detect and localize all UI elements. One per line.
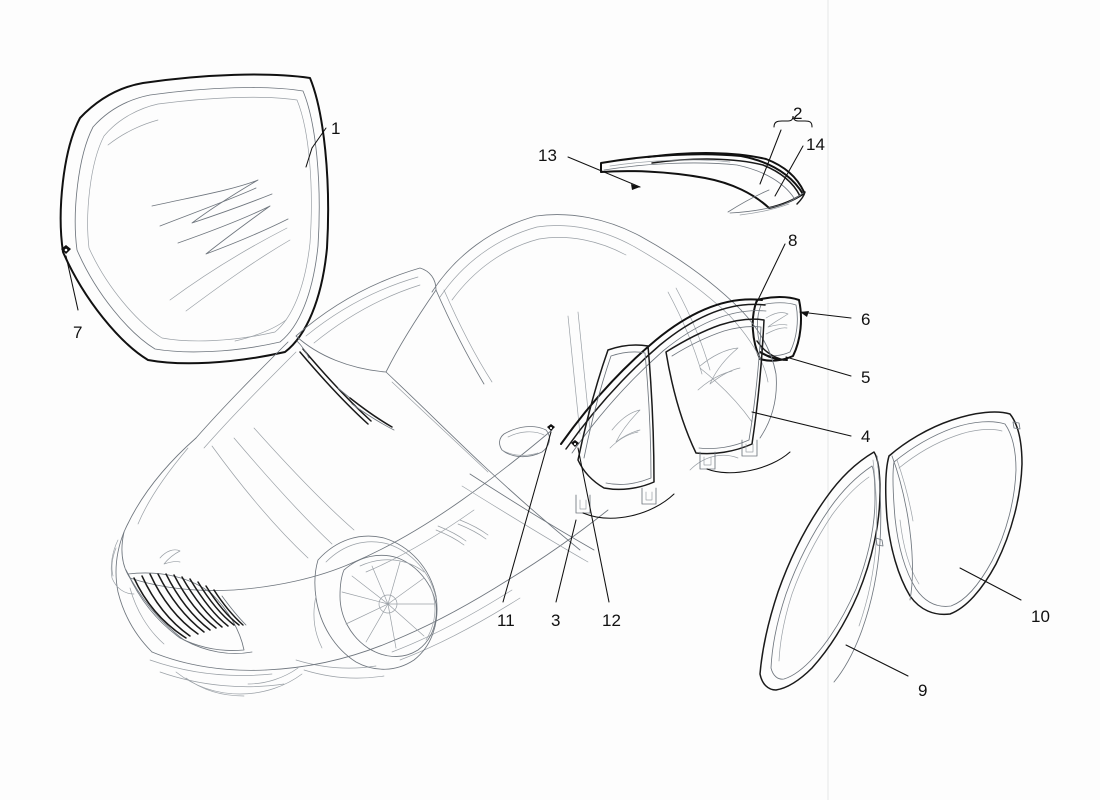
- leader-line-12: [577, 447, 610, 603]
- leader-arrow-13: [631, 184, 640, 190]
- leader-line-9: [845, 644, 909, 677]
- callout-label-5[interactable]: 5: [861, 368, 871, 387]
- part-rear-door-weatherstrip: [884, 411, 1023, 616]
- leader-arrow-6: [800, 311, 809, 317]
- leader-line-11: [502, 431, 552, 603]
- callout-label-4[interactable]: 4: [861, 427, 871, 446]
- leader-line-8: [756, 243, 786, 303]
- part-rear-window-assembly: [600, 152, 806, 216]
- leader-line-13: [567, 156, 641, 188]
- callout-label-11[interactable]: 11: [497, 611, 515, 630]
- vehicle-body-outline: [110, 214, 777, 697]
- rear-door-glass: [665, 318, 765, 470]
- callout-label-12[interactable]: 12: [602, 611, 621, 630]
- callout-label-2[interactable]: 2: [793, 104, 803, 123]
- leader-line-14: [774, 145, 804, 197]
- leader-line-10: [959, 567, 1022, 601]
- part-front-door-weatherstrip: [759, 451, 884, 691]
- callout-label-6[interactable]: 6: [861, 310, 871, 329]
- leader-line-4: [751, 411, 852, 437]
- leader-line-2: [759, 129, 782, 185]
- part-roof-drip-moulding: [560, 298, 767, 454]
- callout-label-9[interactable]: 9: [918, 681, 928, 700]
- front-door-glass: [575, 344, 657, 514]
- part-windshield-glass: [59, 73, 330, 365]
- part-quarter-glass: [751, 296, 802, 362]
- leader-line-1b: [305, 147, 313, 168]
- leader-line-3: [555, 519, 577, 603]
- callout-label-8[interactable]: 8: [788, 231, 798, 250]
- callout-bracket-2: [773, 115, 813, 128]
- callout-label-13[interactable]: 13: [538, 146, 557, 165]
- part-pillar-fasteners: [547, 424, 579, 447]
- leader-line-1: [311, 127, 327, 149]
- leader-line-6: [799, 311, 852, 319]
- callout-label-1[interactable]: 1: [331, 119, 341, 138]
- part-door-glass-group: [575, 318, 791, 519]
- leader-line-7: [65, 255, 79, 311]
- callout-label-3[interactable]: 3: [551, 611, 561, 630]
- leader-line-5: [785, 356, 852, 377]
- part-windshield-clip: [61, 245, 71, 254]
- callout-label-7[interactable]: 7: [73, 323, 83, 342]
- callout-label-14[interactable]: 14: [806, 135, 825, 154]
- callout-label-10[interactable]: 10: [1031, 607, 1050, 626]
